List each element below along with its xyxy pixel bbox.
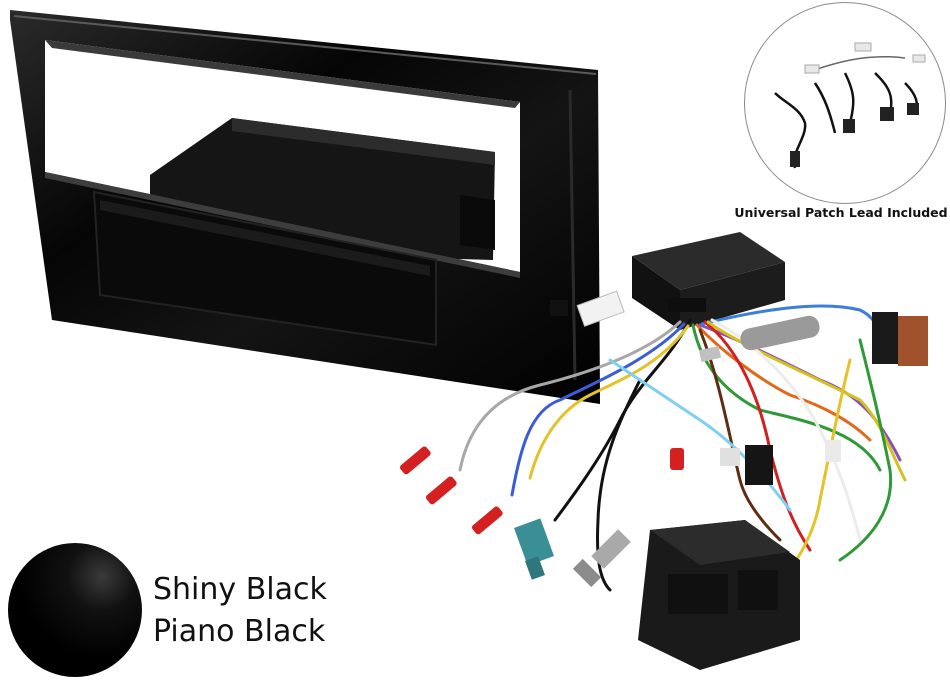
patch-lead-inset [744,2,946,204]
patch-lead-icon [774,42,926,169]
ce-connector-icon [638,520,800,670]
finish-label-piano: Piano Black [153,614,326,649]
interface-box-icon [632,232,785,330]
antenna-adapter-icon [514,518,631,588]
patch-lead-caption: Universal Patch Lead Included [734,205,948,220]
color-swatch-icon [8,543,142,677]
finish-label-shiny: Shiny Black [153,572,327,607]
